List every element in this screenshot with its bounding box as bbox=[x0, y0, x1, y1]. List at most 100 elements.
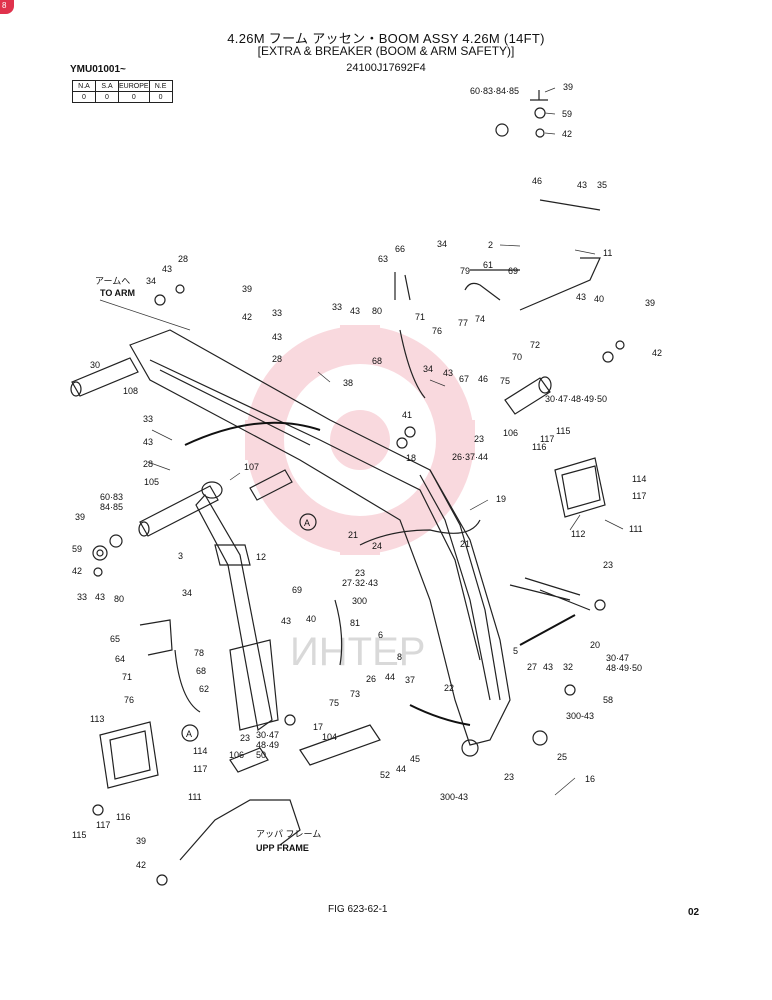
part-label: 66 bbox=[395, 244, 405, 254]
part-label: 43 bbox=[543, 662, 553, 672]
region-table-values: 0 0 0 0 bbox=[72, 91, 173, 103]
part-label: 300-43 bbox=[440, 792, 468, 802]
part-label: 73 bbox=[350, 689, 360, 699]
part-label: 28 bbox=[178, 254, 188, 264]
pin-108 bbox=[70, 357, 139, 397]
part-label: 76 bbox=[432, 326, 442, 336]
ref-circle-a-top bbox=[299, 513, 317, 531]
part-label: 105 bbox=[144, 477, 159, 487]
part-label: 37 bbox=[405, 675, 415, 685]
part-code: 24100J17692F4 bbox=[346, 62, 426, 74]
part-label: 42 bbox=[562, 129, 572, 139]
part-label: 23 bbox=[603, 560, 613, 570]
part-label: 116 bbox=[116, 812, 130, 822]
part-label: 43 bbox=[95, 592, 105, 602]
part-label: 80 bbox=[372, 306, 382, 316]
part-label: 43 bbox=[281, 616, 291, 626]
part-label: 33 bbox=[143, 414, 153, 424]
serial-range: YMU01001~ bbox=[70, 64, 126, 75]
part-label: 115 bbox=[556, 426, 570, 436]
part-label: 39 bbox=[242, 284, 252, 294]
part-label: 71 bbox=[415, 312, 425, 322]
part-label: 33 bbox=[77, 592, 87, 602]
region-table-header: N.A S.A EUROPE N.E bbox=[72, 80, 173, 92]
cover-plate-112 bbox=[554, 457, 606, 518]
part-label: 106 bbox=[503, 428, 518, 438]
part-label: 44 bbox=[396, 764, 406, 774]
part-label: 23 bbox=[504, 772, 514, 782]
part-label: 59 bbox=[562, 109, 572, 119]
part-label: 77 bbox=[458, 318, 468, 328]
part-label: 108 bbox=[123, 386, 138, 396]
part-label: 75 bbox=[500, 376, 510, 386]
part-label: 20 bbox=[590, 640, 600, 650]
part-label: 23 bbox=[240, 733, 250, 743]
part-label: 84·85 bbox=[100, 502, 123, 512]
part-label: 111 bbox=[629, 524, 643, 534]
part-label: 39 bbox=[136, 836, 146, 846]
part-label: 42 bbox=[242, 312, 252, 322]
part-label: 63 bbox=[378, 254, 388, 264]
part-label: 60·83·84·85 bbox=[470, 86, 519, 96]
part-label: 65 bbox=[110, 634, 120, 644]
part-label: 111 bbox=[188, 792, 202, 802]
part-label: 81 bbox=[350, 618, 360, 628]
cover-plate-113 bbox=[99, 721, 159, 789]
part-label: 104 bbox=[322, 732, 337, 742]
part-label: 33 bbox=[272, 308, 282, 318]
part-label: 76 bbox=[124, 695, 134, 705]
region-value: 0 bbox=[95, 91, 119, 103]
part-label: 30·47 bbox=[256, 730, 279, 740]
hose-lines bbox=[139, 257, 601, 713]
part-label: 43 bbox=[577, 180, 587, 190]
part-label: 28 bbox=[272, 354, 282, 364]
part-label: 26 bbox=[366, 674, 376, 684]
part-label: 48·49 bbox=[256, 740, 279, 750]
part-label: 44 bbox=[385, 672, 395, 682]
upp-frame: UPP FRAME bbox=[256, 843, 309, 853]
part-label: 16 bbox=[585, 774, 595, 784]
upper-frame bbox=[179, 724, 381, 861]
part-label: 43 bbox=[272, 332, 282, 342]
part-label: 117 bbox=[96, 820, 110, 830]
part-label: 112 bbox=[571, 529, 585, 539]
figure-number: FIG 623-62-1 bbox=[328, 904, 388, 915]
part-label: 117 bbox=[540, 434, 554, 444]
part-label: 17 bbox=[313, 722, 323, 732]
part-label: 42 bbox=[652, 348, 662, 358]
part-label: 79 bbox=[460, 266, 470, 276]
part-label: 40 bbox=[594, 294, 604, 304]
part-label: 46 bbox=[532, 176, 542, 186]
part-label: 114 bbox=[632, 474, 646, 484]
ref-circle-a-bottom bbox=[181, 724, 199, 742]
part-label: 33 bbox=[332, 302, 342, 312]
part-label: 64 bbox=[115, 654, 125, 664]
region-value: 0 bbox=[118, 91, 150, 103]
part-label: 41 bbox=[402, 410, 412, 420]
pin-106-right bbox=[504, 376, 552, 415]
part-label: 72 bbox=[530, 340, 540, 350]
part-label: 22 bbox=[444, 683, 454, 693]
title-line-2: [EXTRA & BREAKER (BOOM & ARM SAFETY)] bbox=[257, 44, 515, 58]
part-label: 67 bbox=[459, 374, 469, 384]
part-label: 39 bbox=[563, 82, 573, 92]
part-label: 43 bbox=[576, 292, 586, 302]
part-label: 62 bbox=[199, 684, 209, 694]
part-label: 115 bbox=[72, 830, 86, 840]
part-label: 75 bbox=[329, 698, 339, 708]
to-arm-jp: アームへ bbox=[95, 276, 130, 286]
part-label: 117 bbox=[193, 764, 207, 774]
part-label: 114 bbox=[193, 746, 207, 756]
region-table: N.A S.A EUROPE N.E 0 0 0 0 bbox=[72, 80, 173, 103]
part-label: 30·47·48·49·50 bbox=[545, 394, 607, 404]
part-label: 25 bbox=[557, 752, 567, 762]
part-label: 19 bbox=[496, 494, 506, 504]
part-labels: 39 60·83·84·85 59 42 46 43 35 2 11 66 34… bbox=[72, 82, 662, 870]
watermark-text: ИНТЕР bbox=[290, 630, 425, 674]
part-label: 39 bbox=[75, 512, 85, 522]
part-label: 34 bbox=[423, 364, 433, 374]
upp-frame-jp: アッパ フレーム bbox=[256, 829, 321, 839]
part-label: 300 bbox=[352, 596, 367, 606]
part-label: 38 bbox=[343, 378, 353, 388]
to-arm: TO ARM bbox=[100, 288, 135, 298]
